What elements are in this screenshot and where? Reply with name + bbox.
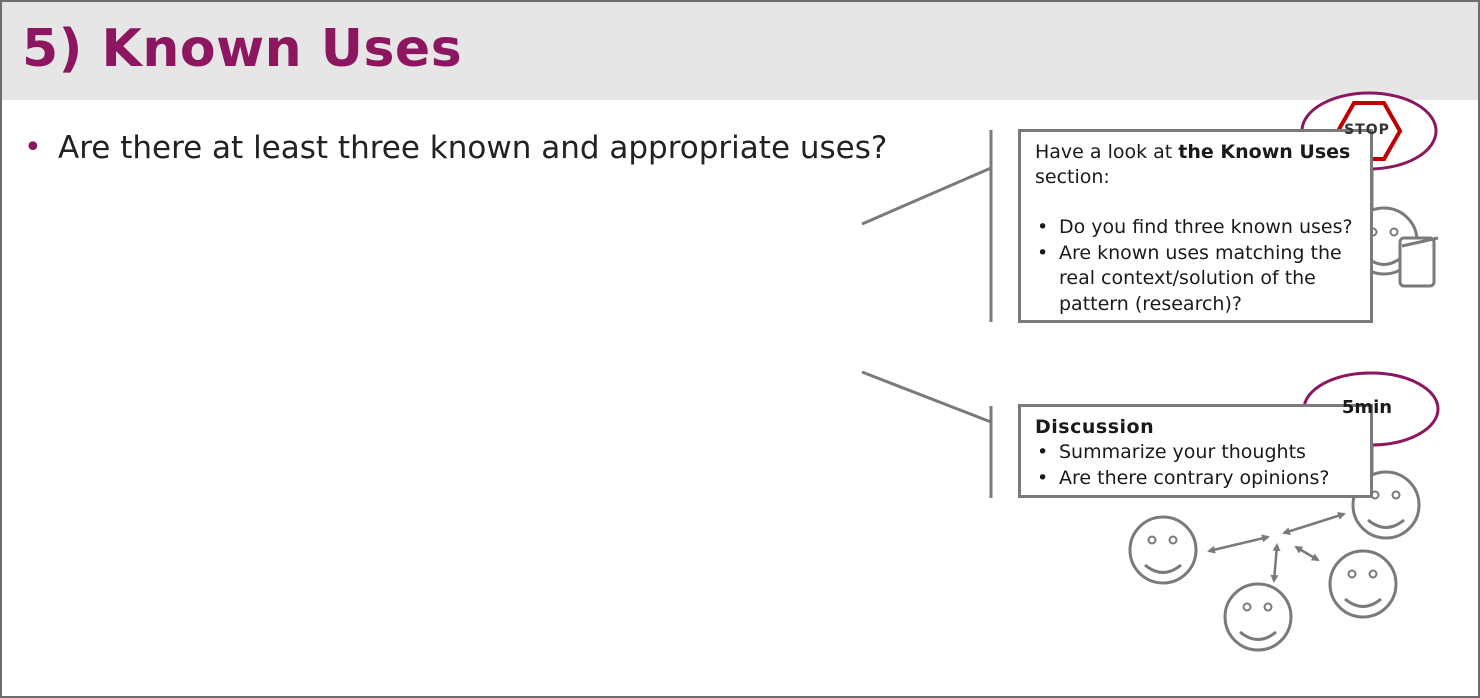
known-uses-review-box: Have a look at the Known Uses section: D…: [1018, 129, 1373, 323]
phone-icon: [1398, 236, 1439, 288]
double-arrow-icon: [1270, 543, 1281, 583]
bullet-item: • Are there at least three known and app…: [24, 128, 887, 168]
discussion-list: Summarize your thoughts Are there contra…: [1035, 440, 1360, 491]
review-intro-suffix: section:: [1035, 166, 1110, 188]
list-item: Summarize your thoughts: [1035, 440, 1360, 466]
list-item: Are there contrary opinions?: [1035, 466, 1360, 492]
list-item: Are known uses matching the real context…: [1035, 241, 1360, 318]
discussion-title: Discussion: [1035, 416, 1155, 438]
timer-label: 5min: [1341, 397, 1393, 418]
double-arrow-icon: [1282, 511, 1346, 536]
stop-label: STOP: [1344, 122, 1390, 138]
list-item: Do you find three known uses?: [1035, 215, 1360, 241]
bullet-text: Are there at least three known and appro…: [58, 130, 888, 166]
smiley-face-icon: [1328, 549, 1398, 619]
connector-line-top: [861, 166, 992, 226]
double-arrow-icon: [1207, 534, 1270, 554]
review-intro-bold: the Known Uses: [1178, 141, 1351, 163]
smiley-face-icon: [1223, 582, 1293, 652]
page-title: 5) Known Uses: [22, 19, 463, 79]
smiley-face-icon: [1128, 515, 1198, 585]
connector-line-bottom: [861, 370, 992, 424]
review-intro-prefix: Have a look at: [1035, 141, 1179, 163]
discussion-box: Discussion Summarize your thoughts Are t…: [1018, 404, 1373, 498]
review-instruction: Have a look at the Known Uses section:: [1035, 140, 1360, 190]
title-bar: 5) Known Uses: [2, 2, 1478, 100]
double-arrow-icon: [1294, 545, 1320, 562]
bullet-marker: •: [24, 130, 42, 165]
review-checklist: Do you find three known uses? Are known …: [1035, 215, 1360, 317]
